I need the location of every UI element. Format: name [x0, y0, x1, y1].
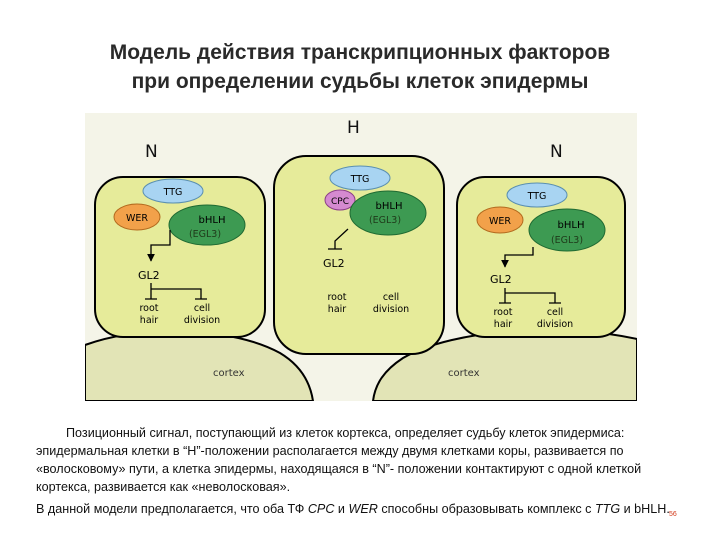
root-hair-label-right-1: root [493, 307, 512, 318]
cell-division-label-middle-1: cell [383, 292, 399, 303]
cortex-label-right: cortex [448, 368, 480, 379]
wer-label-left: WER [126, 213, 148, 224]
root-hair-label-middle-2: hair [328, 304, 346, 315]
bhlh-label-left: bHLH [199, 215, 226, 226]
ttg-ellipse-right [506, 182, 568, 208]
cell-division-label-left-2: division [184, 315, 220, 326]
left-cell-complex: TTG WER bHLH (EGL3) GL2 root hair cell d… [113, 178, 246, 326]
title-line-2: при определении судьбы клеток эпидермы [131, 70, 589, 93]
caption-p2-part3: способны образовывать комплекс с [377, 502, 595, 516]
caption-p2-part4: и bHLH. [620, 502, 670, 516]
gl2-label-right: GL2 [490, 273, 512, 286]
caption-p2-ttg: TTG [594, 502, 621, 516]
wer-label-right: WER [489, 216, 511, 227]
caption-p2-wer: WER [348, 502, 378, 516]
bhlh-ellipse-right [528, 208, 606, 252]
position-label-n-left: N [145, 142, 158, 162]
egl3-label-middle: (EGL3) [369, 215, 401, 226]
cpc-ellipse-middle [324, 189, 356, 211]
cell-division-label-middle-2: division [373, 304, 409, 315]
cpc-label-middle: CPC [331, 197, 349, 207]
cortex-label-left: cortex [213, 368, 245, 379]
activation-arrow-left [147, 230, 171, 262]
title-line-1: Модель действия транскрипционных факторо… [109, 41, 611, 64]
ttg-label-right: TTG [527, 191, 547, 202]
wer-ellipse-left [113, 203, 161, 231]
position-label-h: H [347, 118, 360, 138]
gl2-label-middle: GL2 [323, 257, 345, 270]
caption-paragraph-2: В данной модели предполагается, что оба … [36, 500, 686, 518]
epidermis-model-diagram: cortex cortex H N N TTG WER bHLH (EGL3) … [85, 113, 637, 401]
egl3-label-left: (EGL3) [189, 229, 221, 240]
right-cell-complex: TTG WER bHLH (EGL3) GL2 root hair cell d… [476, 182, 606, 330]
inhibition-line-middle [328, 228, 349, 250]
bhlh-ellipse-middle [349, 190, 427, 236]
cell-division-label-right-2: division [537, 319, 573, 330]
bhlh-ellipse-left [168, 204, 246, 246]
slide-number: 56 [669, 511, 677, 518]
root-hair-label-left-1: root [139, 303, 158, 314]
ttg-label-middle: TTG [350, 174, 370, 185]
ttg-ellipse-middle [329, 165, 391, 191]
slide-title: Модель действия транскрипционных факторо… [0, 38, 720, 96]
bhlh-label-right: bHLH [558, 220, 585, 231]
root-hair-label-left-2: hair [140, 315, 158, 326]
egl3-label-right: (EGL3) [551, 235, 583, 246]
root-hair-label-middle-1: root [327, 292, 346, 303]
cell-division-label-right-1: cell [547, 307, 563, 318]
activation-arrow-right [501, 247, 534, 268]
gl2-branch-right [499, 288, 561, 304]
ttg-label-left: TTG [163, 187, 183, 198]
caption: Позиционный сигнал, поступающий из клето… [36, 424, 686, 518]
position-label-n-right: N [550, 142, 563, 162]
caption-p2-part2: и [334, 502, 349, 516]
ttg-ellipse-left [142, 178, 204, 204]
middle-cell-complex: TTG CPC bHLH (EGL3) GL2 root hair cell d… [323, 165, 427, 315]
caption-paragraph-1: Позиционный сигнал, поступающий из клето… [36, 426, 642, 494]
cell-division-label-left-1: cell [194, 303, 210, 314]
caption-p2-cpc: CPC [307, 502, 335, 516]
bhlh-label-middle: bHLH [376, 201, 403, 212]
gl2-label-left: GL2 [138, 269, 160, 282]
root-hair-label-right-2: hair [494, 319, 512, 330]
gl2-branch-left [145, 283, 207, 300]
wer-ellipse-right [476, 206, 524, 234]
caption-p2-part1: В данной модели предполагается, что оба … [36, 502, 308, 516]
